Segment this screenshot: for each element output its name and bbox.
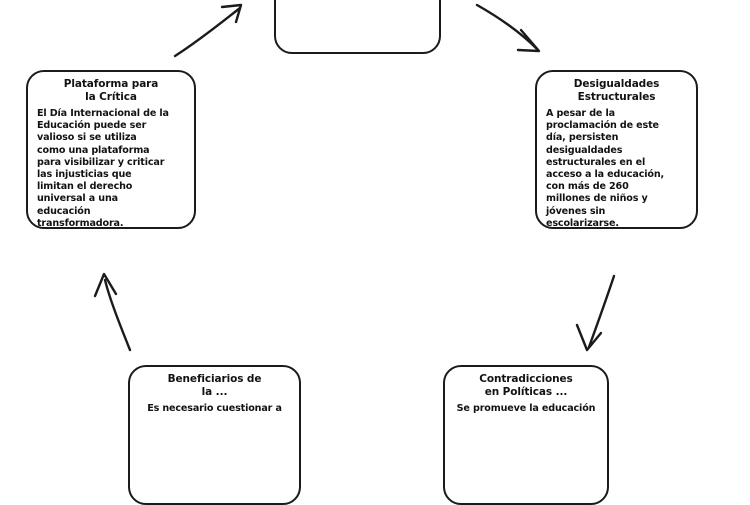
node-body: Es necesario cuestionar a bbox=[147, 403, 282, 414]
arrow-left-to-top bbox=[173, 3, 243, 58]
node-title: Contradicciones en Políticas ... bbox=[479, 373, 573, 398]
node-title: Beneficiarios de la ... bbox=[167, 373, 262, 398]
node-derecho-humano[interactable]: derecho humano y motor del desarrollo. bbox=[274, 0, 441, 54]
node-beneficiarios-de-la[interactable]: Beneficiarios de la ... Es necesario cue… bbox=[128, 365, 301, 505]
arrow-top-to-right bbox=[475, 3, 541, 53]
node-contradicciones-en-politicas[interactable]: Contradicciones en Políticas ... Se prom… bbox=[443, 365, 609, 505]
diagram-canvas: derecho humano y motor del desarrollo. D… bbox=[26, 0, 698, 505]
node-body: Se promueve la educación bbox=[456, 403, 596, 414]
node-body: El Día Internacional de la Educación pue… bbox=[37, 108, 169, 229]
node-plataforma-para-la-critica[interactable]: Plataforma para la Crítica El Día Intern… bbox=[26, 70, 196, 229]
node-title: Plataforma para la Crítica bbox=[63, 78, 159, 103]
arrow-right-to-bottom bbox=[575, 274, 616, 352]
node-body: A pesar de la proclamación de este día, … bbox=[546, 108, 665, 229]
node-title: Desigualdades Estructurales bbox=[573, 78, 660, 103]
node-desigualdades-estructurales[interactable]: Desigualdades Estructurales A pesar de l… bbox=[535, 70, 698, 229]
arrow-bottom-to-left bbox=[93, 272, 132, 352]
